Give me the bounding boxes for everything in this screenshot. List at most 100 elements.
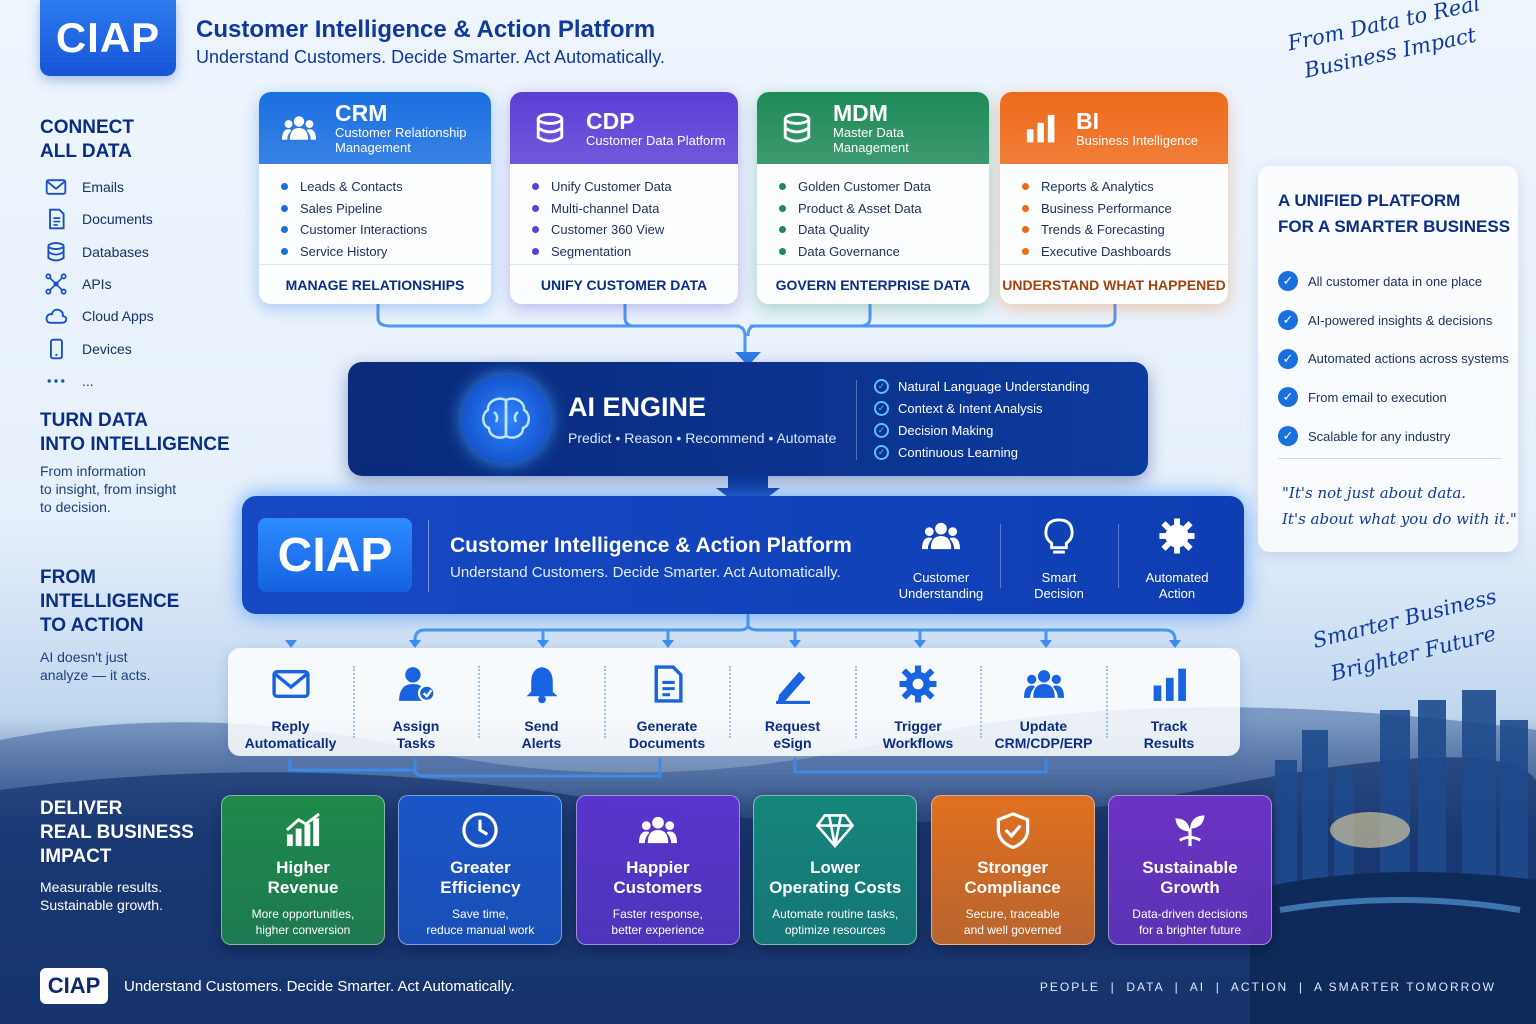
card-feature-label: Sales Pipeline xyxy=(300,200,383,216)
bullet-dot xyxy=(1022,247,1029,255)
lightbulb-icon xyxy=(1000,514,1118,558)
card-feature-label: Multi-channel Data xyxy=(551,200,660,216)
action-label: Track Results xyxy=(1143,718,1195,751)
card-subtitle: Master Data Management xyxy=(833,125,909,155)
source-item: Emails xyxy=(44,175,124,199)
action-assign[interactable]: Assign Tasks xyxy=(354,648,479,756)
impact-description: Data-driven decisions for a brighter fut… xyxy=(1132,907,1248,937)
action-trigger[interactable]: Trigger Workflows xyxy=(856,648,981,756)
bullet-dot xyxy=(1022,183,1029,191)
card-feature-label: Customer 360 View xyxy=(551,222,665,238)
action-label: Reply Automatically xyxy=(244,718,337,751)
card-title: CRM xyxy=(335,100,388,126)
source-item: APIs xyxy=(44,272,112,296)
bullet-dot xyxy=(779,183,786,191)
action-label: Send Alerts xyxy=(521,718,562,751)
people-icon xyxy=(277,106,321,150)
check-circle-icon: ✓ xyxy=(874,422,889,438)
benefit-item: ✓Automated actions across systems xyxy=(1278,339,1509,378)
card-title: MDM xyxy=(833,100,888,126)
action-divider xyxy=(854,666,857,738)
card-feature-item: Executive Dashboards xyxy=(1022,241,1228,263)
pillar-label: Automated Action xyxy=(1145,570,1209,601)
check-circle-icon: ✓ xyxy=(1278,310,1298,331)
intelligence-heading: TURN DATA INTO INTELLIGENCE xyxy=(40,410,230,455)
card-feature-label: Customer Interactions xyxy=(300,222,428,238)
action-generate[interactable]: Generate Documents xyxy=(605,648,730,756)
bullet-dot xyxy=(779,204,786,212)
card-footer: MANAGE RELATIONSHIPS xyxy=(259,264,491,304)
action-send[interactable]: Send Alerts xyxy=(479,648,604,756)
card-feature-label: Segmentation xyxy=(551,243,632,259)
ai-feature-item: ✓Natural Language Understanding xyxy=(874,376,1090,398)
people-icon xyxy=(882,514,1000,558)
source-label: Documents xyxy=(82,211,153,228)
card-feature-label: Product & Asset Data xyxy=(798,200,922,216)
assign-user-icon xyxy=(396,664,436,704)
benefit-label: From email to execution xyxy=(1308,389,1447,405)
header-logo: CIAP xyxy=(40,0,176,76)
impact-title: Greater Efficiency xyxy=(440,858,521,897)
check-circle-icon: ✓ xyxy=(1278,426,1298,447)
document-icon xyxy=(647,664,687,704)
action-label: Update CRM/CDP/ERP xyxy=(994,718,1093,751)
page-subtitle: Understand Customers. Decide Smarter. Ac… xyxy=(196,47,665,67)
action-divider xyxy=(729,666,731,738)
action-label: Request eSign xyxy=(764,718,821,751)
card-feature-label: Service History xyxy=(300,243,388,259)
pillar-label: Smart Decision xyxy=(1034,570,1084,601)
impact-title: Stronger Compliance xyxy=(964,858,1061,897)
intelligence-text: From information to insight, from insigh… xyxy=(40,463,177,515)
action-reply[interactable]: Reply Automatically xyxy=(228,648,353,756)
source-label: Cloud Apps xyxy=(82,308,154,325)
benefit-label: AI-powered insights & decisions xyxy=(1308,312,1493,328)
action-text: AI doesn't just analyze — it acts. xyxy=(40,649,151,683)
card-feature-item: Segmentation xyxy=(532,241,738,263)
platform-subtitle: Understand Customers. Decide Smarter. Ac… xyxy=(450,564,841,581)
bullet-dot xyxy=(281,226,288,234)
pillar-divider xyxy=(1118,524,1119,588)
card-feature-item: Customer Interactions xyxy=(281,219,491,241)
people-icon xyxy=(1023,664,1064,704)
mail-icon xyxy=(44,175,68,199)
card-feature-item: Trends & Forecasting xyxy=(1022,219,1228,241)
action-update[interactable]: Update CRM/CDP/ERP xyxy=(981,648,1106,756)
bullet-dot xyxy=(1022,226,1029,234)
diamond-icon xyxy=(754,808,916,852)
gear-icon xyxy=(1118,514,1236,558)
card-feature-label: Reports & Analytics xyxy=(1041,179,1154,195)
ai-feature-list: ✓Natural Language Understanding✓Context … xyxy=(874,376,1090,463)
bullet-dot xyxy=(779,247,786,255)
card-feature-item: Customer 360 View xyxy=(532,219,738,241)
card-feature-item: Data Governance xyxy=(779,241,989,263)
unified-title: A UNIFIED PLATFORM FOR A SMARTER BUSINES… xyxy=(1278,191,1511,236)
bullet-dot xyxy=(1022,204,1029,212)
check-circle-icon: ✓ xyxy=(874,379,889,395)
card-feature-label: Unify Customer Data xyxy=(551,179,672,195)
source-item: Documents xyxy=(44,207,153,231)
source-item: Devices xyxy=(44,337,132,361)
benefit-item: ✓All customer data in one place xyxy=(1278,262,1509,301)
bullet-dot xyxy=(779,226,786,234)
impact-description: Secure, traceable and well governed xyxy=(963,907,1062,937)
card-feature-label: Executive Dashboards xyxy=(1041,243,1172,259)
impact-description: Faster response, better experience xyxy=(611,907,705,937)
action-heading: FROM INTELLIGENCE TO ACTION xyxy=(40,567,180,636)
ai-feature-label: Decision Making xyxy=(898,422,994,438)
action-track[interactable]: Track Results xyxy=(1107,648,1232,756)
benefit-item: ✓From email to execution xyxy=(1278,378,1509,417)
cloud-icon xyxy=(44,304,68,328)
action-request[interactable]: Request eSign xyxy=(730,648,855,756)
pillar-label: Customer Understanding xyxy=(898,570,984,601)
benefit-item: ✓Scalable for any industry xyxy=(1278,417,1509,456)
ai-divider xyxy=(856,380,857,460)
ai-feature-label: Context & Intent Analysis xyxy=(898,401,1043,417)
card-feature-label: Trends & Forecasting xyxy=(1041,222,1165,238)
